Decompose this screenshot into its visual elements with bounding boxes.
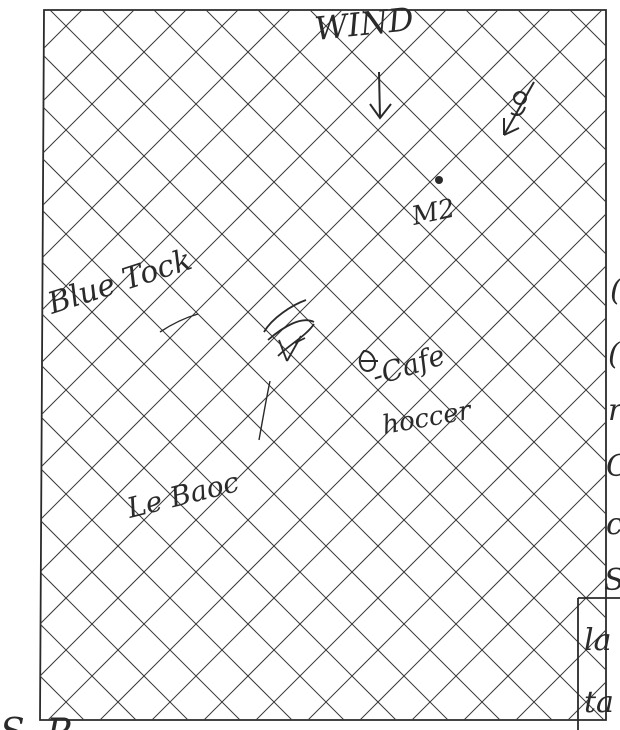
small-arrow-icon bbox=[504, 82, 534, 135]
margin-letter: r bbox=[608, 393, 620, 428]
grid-line bbox=[28, 0, 620, 730]
bottom-margin-text: S. P. ... bbox=[0, 712, 120, 730]
grid-line bbox=[40, 0, 620, 730]
grid-line bbox=[0, 0, 40, 730]
margin-letter: ( bbox=[610, 273, 620, 308]
grid-line bbox=[444, 0, 620, 730]
grid-line bbox=[288, 0, 620, 730]
grid-line bbox=[0, 0, 312, 730]
right-margin-text: ( ( r C c S la ta bbox=[584, 273, 620, 720]
le-baoc-label: Le Baoc bbox=[123, 465, 243, 525]
grid-line bbox=[496, 0, 620, 730]
boat-sketch bbox=[264, 300, 314, 361]
wind-arrow bbox=[370, 72, 391, 118]
grid-line bbox=[80, 0, 620, 730]
margin-letter: C bbox=[606, 449, 620, 484]
margin-letter: la bbox=[584, 623, 611, 658]
hoccer-label: hoccer bbox=[380, 396, 475, 441]
grid-line bbox=[0, 0, 144, 730]
grid-line bbox=[456, 0, 620, 730]
margin-letter: c bbox=[606, 507, 620, 542]
marker-dot bbox=[435, 176, 443, 184]
grid-line bbox=[0, 0, 364, 730]
margin-letter: S bbox=[604, 563, 620, 598]
grid-line bbox=[0, 0, 248, 730]
blue-tock-label: Blue Tock bbox=[43, 242, 196, 322]
grid-line bbox=[0, 0, 260, 730]
mark-label: M2 bbox=[408, 194, 457, 233]
grid-line bbox=[0, 0, 156, 730]
wind-label: WIND bbox=[313, 0, 416, 48]
grid-line bbox=[0, 0, 208, 730]
margin-letter: ta bbox=[584, 685, 614, 720]
grid-line bbox=[0, 0, 560, 730]
margin-letter: ( bbox=[608, 337, 620, 372]
cafe-label: -Cafe bbox=[368, 338, 449, 392]
